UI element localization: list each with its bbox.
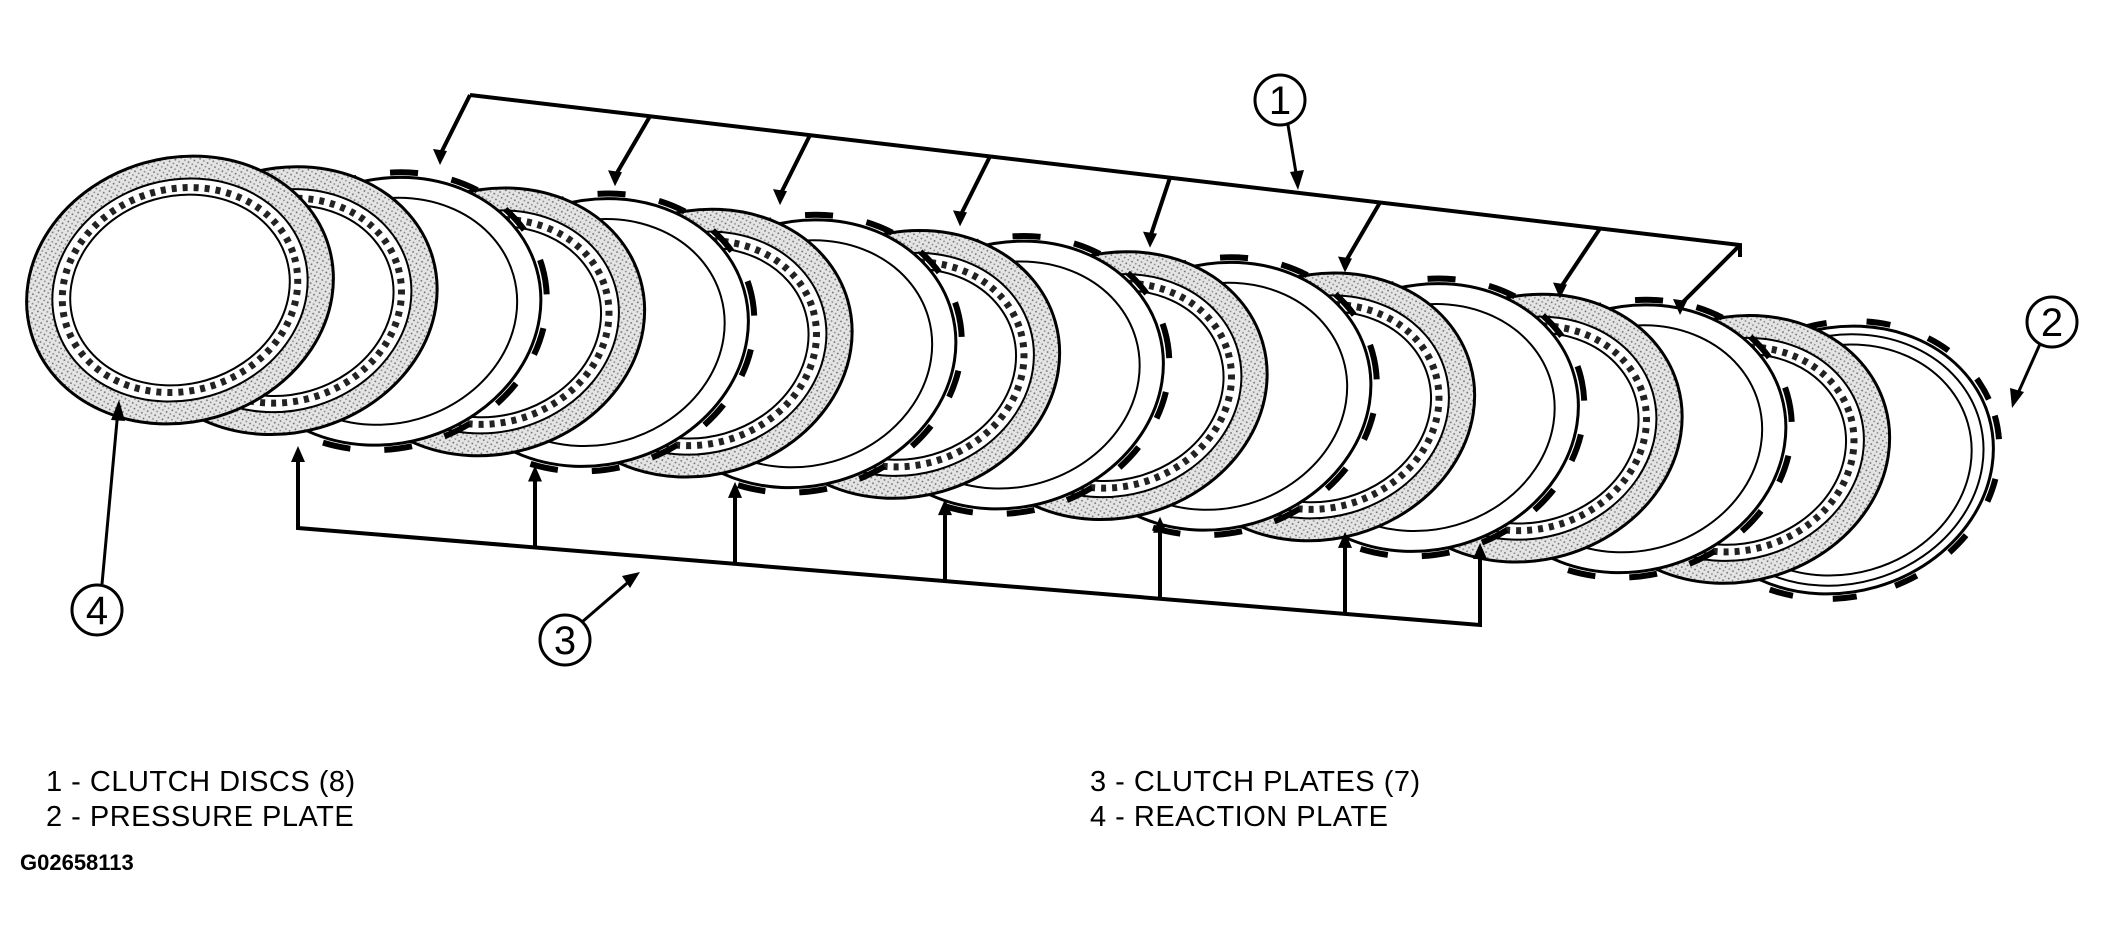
callout-3: 3 [538, 572, 640, 667]
callout-1: 1 [1253, 73, 1307, 190]
clutch-pack-rings [25, 154, 2003, 602]
legend-right: 3 - CLUTCH PLATES (7) 4 - REACTION PLATE [1090, 765, 1421, 835]
figure-id: G02658113 [20, 850, 134, 875]
clutch-discs-bracket [433, 93, 1742, 315]
svg-text:1: 1 [1269, 79, 1291, 123]
legend-item-pressure-plate: 2 - PRESSURE PLATE [46, 801, 355, 833]
callout-2: 2 [2010, 295, 2079, 408]
legend-item-reaction-plate: 4 - REACTION PLATE [1090, 801, 1389, 833]
svg-text:4: 4 [86, 589, 108, 633]
legend-item-clutch-plates: 3 - CLUTCH PLATES (7) [1090, 766, 1421, 798]
legend-left: 1 - CLUTCH DISCS (8) 2 - PRESSURE PLATE [46, 765, 356, 835]
svg-text:2: 2 [2041, 301, 2063, 345]
svg-text:3: 3 [554, 619, 576, 663]
legend-item-clutch-discs: 1 - CLUTCH DISCS (8) [46, 766, 356, 798]
clutch-plates-bracket [291, 446, 1487, 628]
clutch-pack-exploded-view: 1 2 3 4 [25, 73, 2079, 667]
reaction-ring [25, 154, 335, 426]
callout-4: 4 [70, 400, 125, 637]
